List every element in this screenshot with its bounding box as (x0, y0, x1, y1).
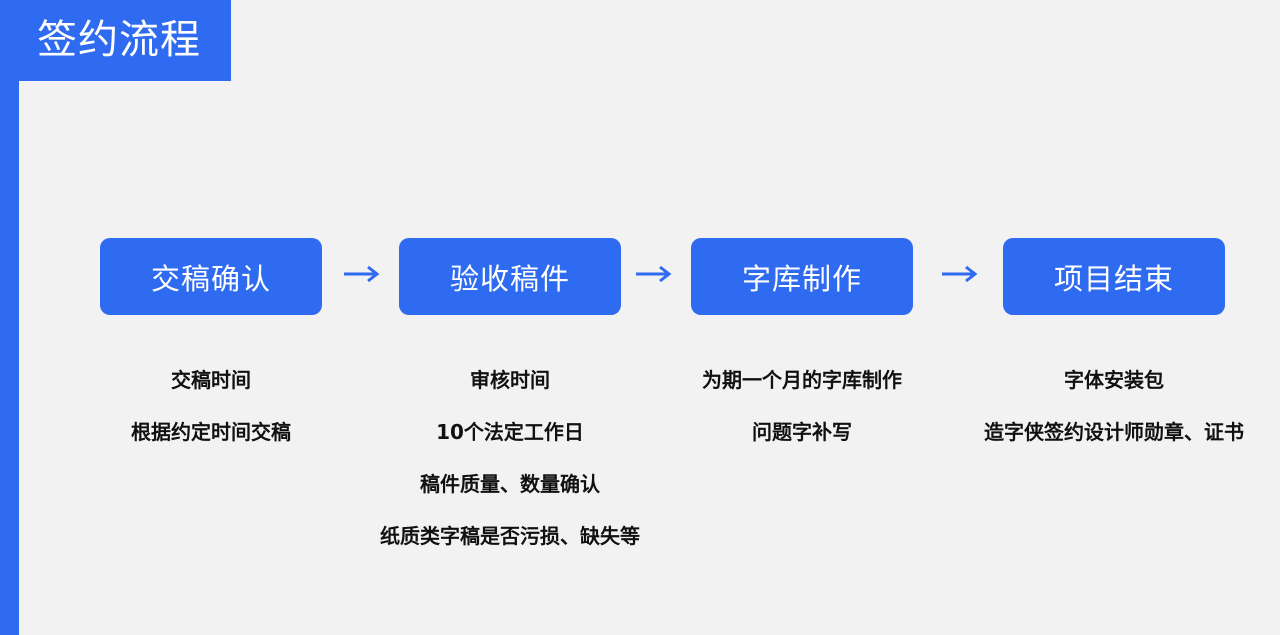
arrow-right-icon (344, 265, 380, 283)
arrow-right-icon (942, 265, 978, 283)
step-detail-line: 字体安装包 (1064, 368, 1164, 392)
step-detail-line: 问题字补写 (752, 420, 852, 444)
step-detail-line: 交稿时间 (171, 368, 251, 392)
step-details-2: 审核时间 10个法定工作日 稿件质量、数量确认 纸质类字稿是否污损、缺失等 (340, 362, 680, 570)
step-detail-line: 造字侠签约设计师勋章、证书 (984, 420, 1244, 444)
step-detail-line: 纸质类字稿是否污损、缺失等 (380, 524, 640, 548)
left-accent-bar (0, 0, 19, 635)
step-detail-line: 10个法定工作日 (436, 420, 584, 444)
step-box-2: 验收稿件 (399, 238, 621, 315)
step-detail-line: 为期一个月的字库制作 (702, 368, 902, 392)
page-title: 签约流程 (0, 0, 231, 81)
step-details-1: 交稿时间 根据约定时间交稿 (71, 362, 351, 466)
step-details-3: 为期一个月的字库制作 问题字补写 (662, 362, 942, 466)
step-box-1: 交稿确认 (100, 238, 322, 315)
step-detail-line: 根据约定时间交稿 (131, 420, 291, 444)
step-box-4: 项目结束 (1003, 238, 1225, 315)
arrow-right-icon (636, 265, 672, 283)
step-box-3: 字库制作 (691, 238, 913, 315)
step-detail-line: 审核时间 (470, 368, 550, 392)
step-detail-line: 稿件质量、数量确认 (420, 472, 600, 496)
step-details-4: 字体安装包 造字侠签约设计师勋章、证书 (954, 362, 1274, 466)
